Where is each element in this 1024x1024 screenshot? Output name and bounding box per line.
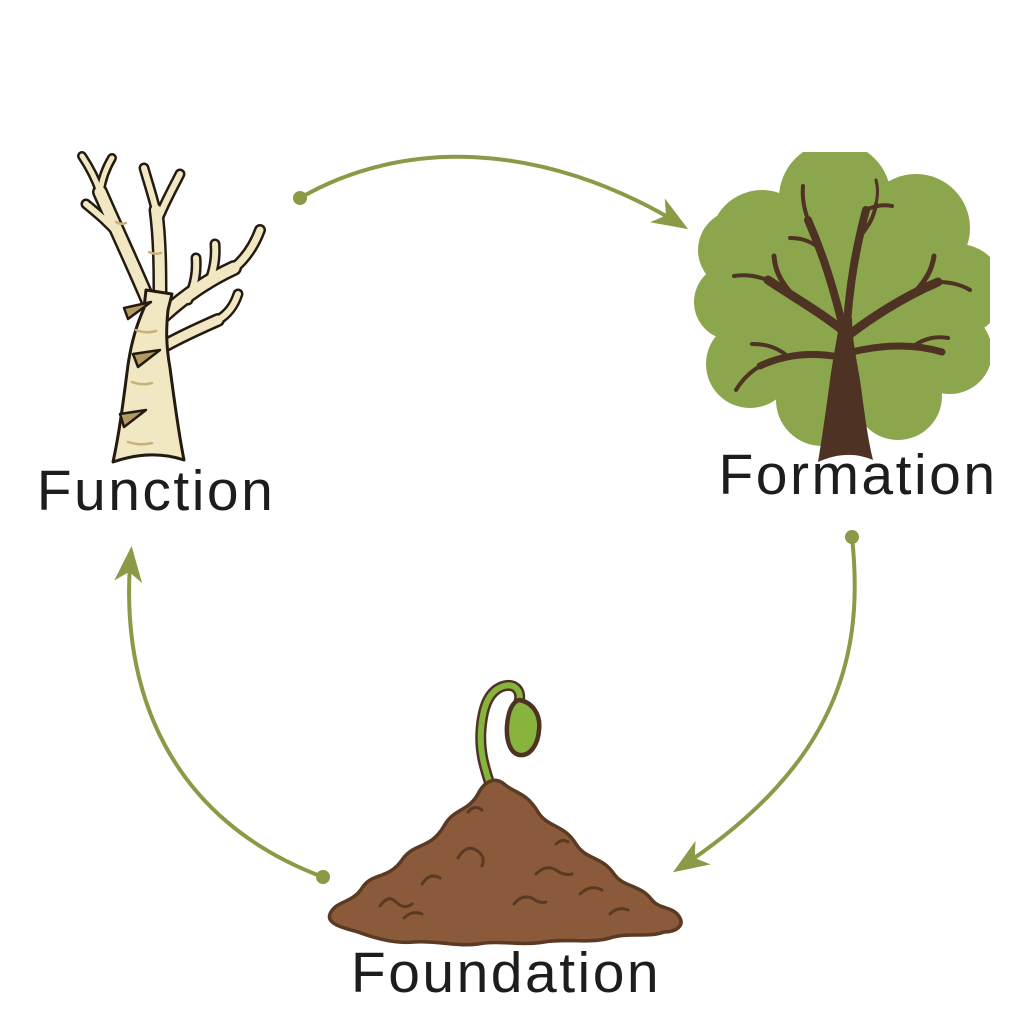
arrow-foundation-to-function [114, 546, 330, 884]
leafy-tree-icon [694, 152, 990, 462]
sprout-in-soil-icon [327, 679, 683, 947]
arrow-function-to-formation [293, 154, 689, 230]
bare-tree-icon [77, 151, 266, 464]
node-label-foundation: Foundation [350, 941, 662, 1005]
arrow-formation-to-foundation [672, 530, 859, 873]
node-label-function: Function [36, 459, 276, 523]
node-label-formation: Formation [718, 443, 998, 507]
